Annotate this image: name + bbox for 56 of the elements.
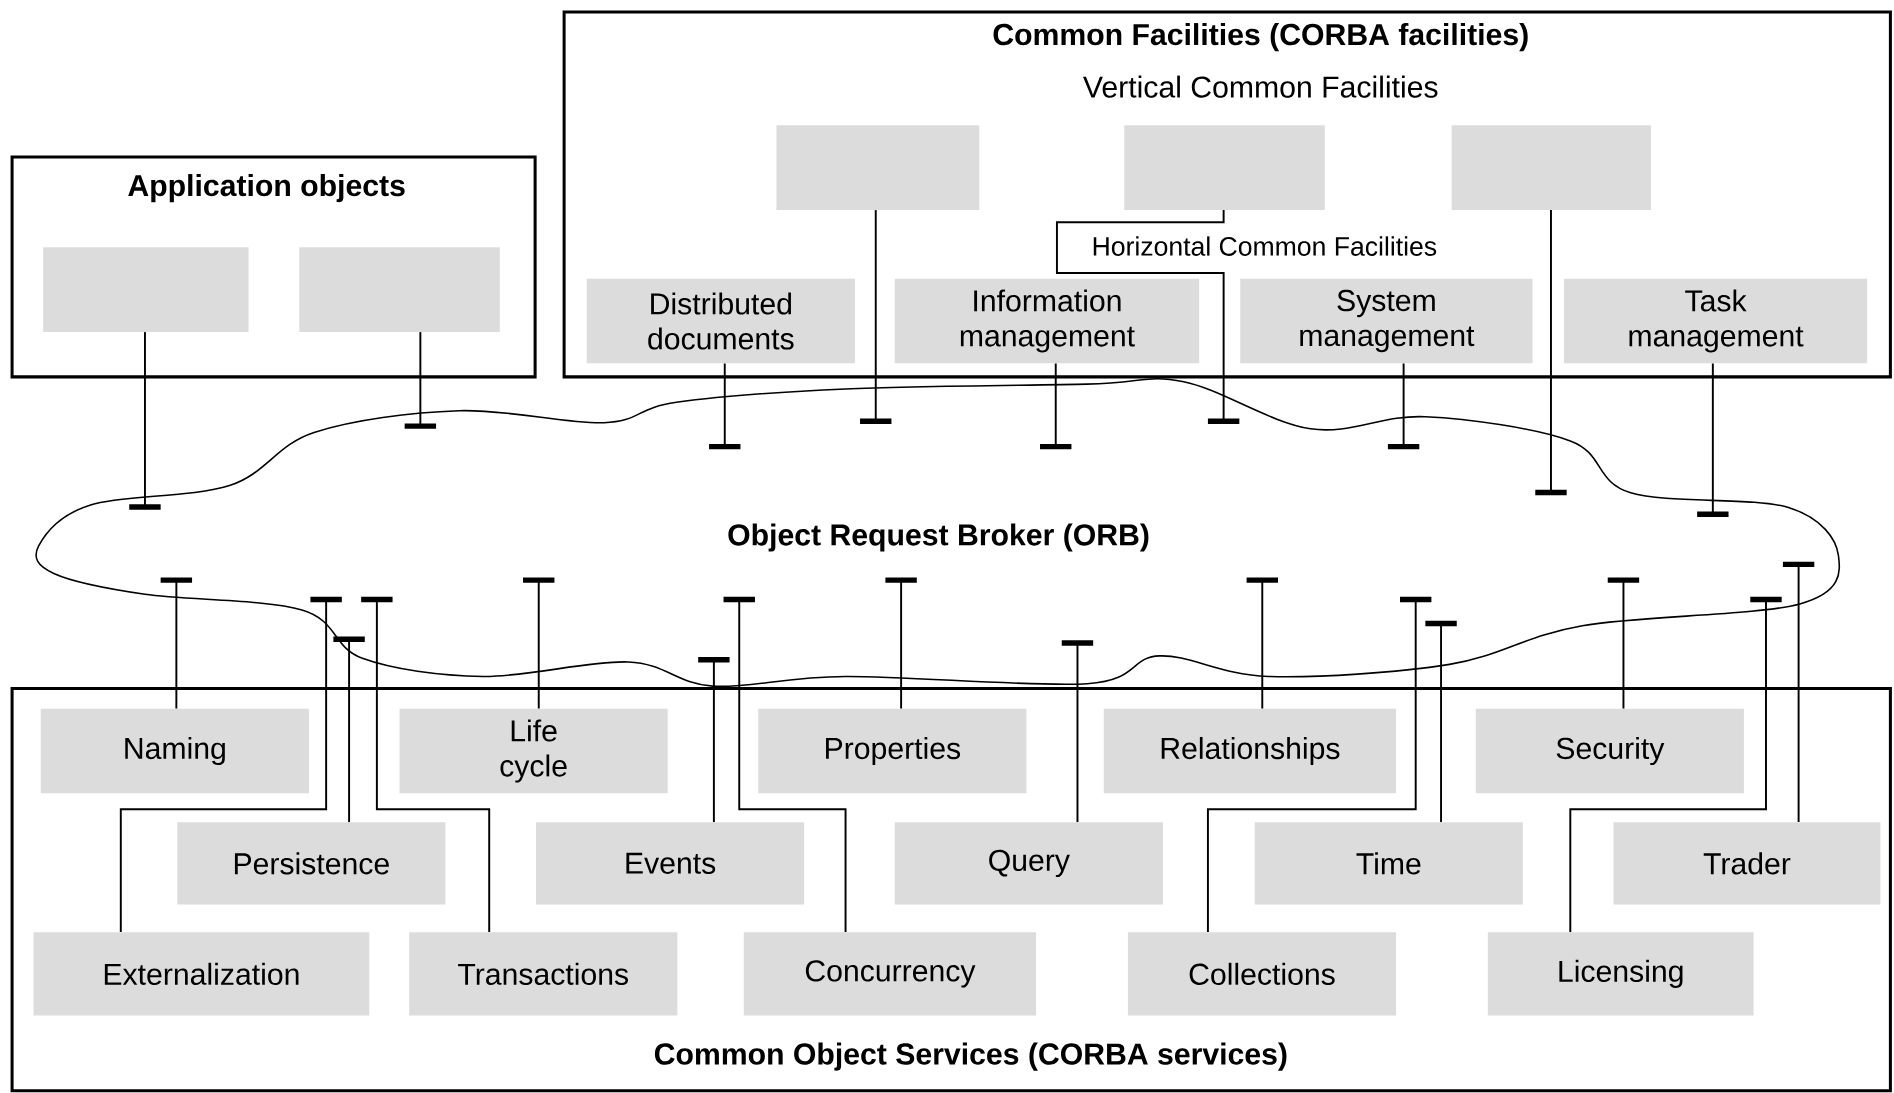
group-frame: [10, 686, 1892, 1093]
component-box: [776, 125, 980, 210]
component-box: [1124, 125, 1325, 210]
service-box: Concurrency: [743, 932, 1037, 1016]
connector-line: [1040, 362, 1072, 450]
connector-line: [333, 636, 365, 823]
connector-line: [1535, 209, 1567, 496]
service-box: Distributed documents: [586, 278, 855, 364]
connector-line: [709, 362, 741, 450]
connector-line: [723, 596, 847, 933]
service-box: Time: [1254, 822, 1523, 905]
connector-line: [698, 657, 730, 823]
group-frame: [10, 155, 537, 379]
connector-line: [119, 596, 342, 933]
service-box: Licensing: [1487, 932, 1754, 1016]
heading: Common Object Services (CORBA services): [654, 1042, 1287, 1071]
service-box: Properties: [758, 708, 1027, 794]
connector-line: [1206, 596, 1432, 933]
connector-line: [404, 331, 437, 429]
connector-line: [523, 577, 555, 710]
connector-line: [1246, 577, 1278, 710]
connector-line: [1425, 620, 1457, 823]
connector-line: [160, 577, 193, 710]
service-box: Persistence: [177, 822, 446, 905]
group-frame: [562, 10, 1892, 379]
service-box: Relationships: [1103, 708, 1397, 794]
connector-line: [1782, 561, 1815, 823]
connector-line: [129, 331, 161, 510]
connector-line: [1055, 209, 1240, 424]
connector-line: [1387, 362, 1420, 450]
service-box: Naming: [40, 708, 309, 794]
heading: Vertical Common Facilities: [1083, 75, 1438, 98]
service-box: Information management: [894, 278, 1200, 364]
connector-line: [361, 596, 491, 933]
component-box: [43, 247, 249, 332]
service-box: Events: [536, 822, 805, 905]
connector-line: [885, 577, 917, 710]
heading: Common Facilities (CORBA facilities): [993, 23, 1528, 52]
heading: Application objects: [128, 174, 405, 203]
service-box: Collections: [1127, 932, 1397, 1016]
service-box: Security: [1475, 708, 1744, 794]
connector-line: [1061, 640, 1094, 823]
connector-line: [1569, 596, 1782, 933]
connector-line: [860, 209, 892, 424]
service-box: Life cycle: [399, 708, 668, 794]
service-box: Externalization: [33, 932, 370, 1016]
heading: Horizontal Common Facilities: [1093, 236, 1437, 256]
service-box: Query: [894, 822, 1163, 905]
component-box: [1451, 125, 1651, 210]
service-box: Transactions: [409, 932, 678, 1016]
component-box: [299, 247, 500, 332]
connector-line: [1607, 577, 1640, 710]
service-box: Trader: [1613, 822, 1881, 905]
connector-line: [1697, 362, 1729, 517]
service-box: System management: [1240, 278, 1533, 364]
service-box: Task management: [1563, 278, 1868, 364]
